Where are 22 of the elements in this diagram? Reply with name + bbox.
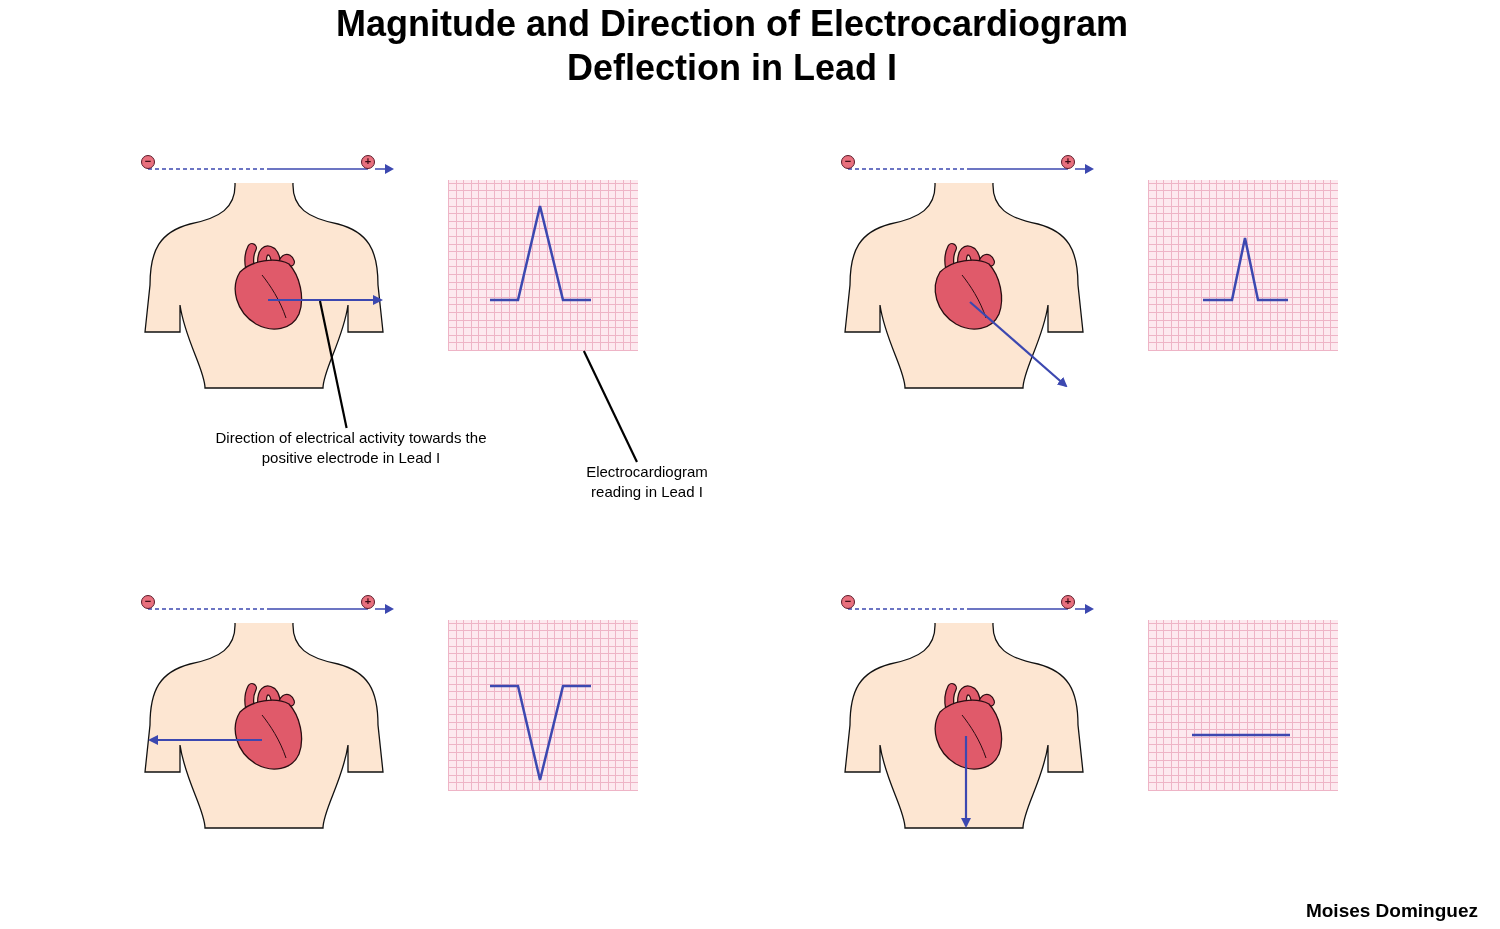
leader-line: [582, 350, 638, 463]
lead-axis-line: [847, 608, 1069, 610]
ecg-grid: [448, 620, 638, 791]
electrode: +: [1061, 155, 1075, 169]
lead-axis-line: [147, 608, 369, 610]
electrode: +: [361, 595, 375, 609]
electrode: +: [1061, 595, 1075, 609]
annotation-text: Direction of electrical activity towards the positive electrode in Lead I: [196, 428, 506, 468]
lead-axis-line: [147, 168, 369, 170]
ecg-grid: [448, 180, 638, 351]
author-credit: Moises Dominguez: [1305, 900, 1478, 922]
ecg-grid: [1148, 620, 1338, 791]
electrode: −: [141, 595, 155, 609]
electrode: −: [841, 155, 855, 169]
lead-axis-line: [847, 168, 1069, 170]
electrode: +: [361, 155, 375, 169]
ecg-grid: [1148, 180, 1338, 351]
electrode: −: [841, 595, 855, 609]
annotation-text: Electrocardiogram reading in Lead I: [562, 462, 732, 502]
leader-line: [318, 300, 348, 429]
electrode: −: [141, 155, 155, 169]
diagram-title: Magnitude and Direction of Electrocardiogram Deflection in Lead I: [334, 2, 1130, 90]
